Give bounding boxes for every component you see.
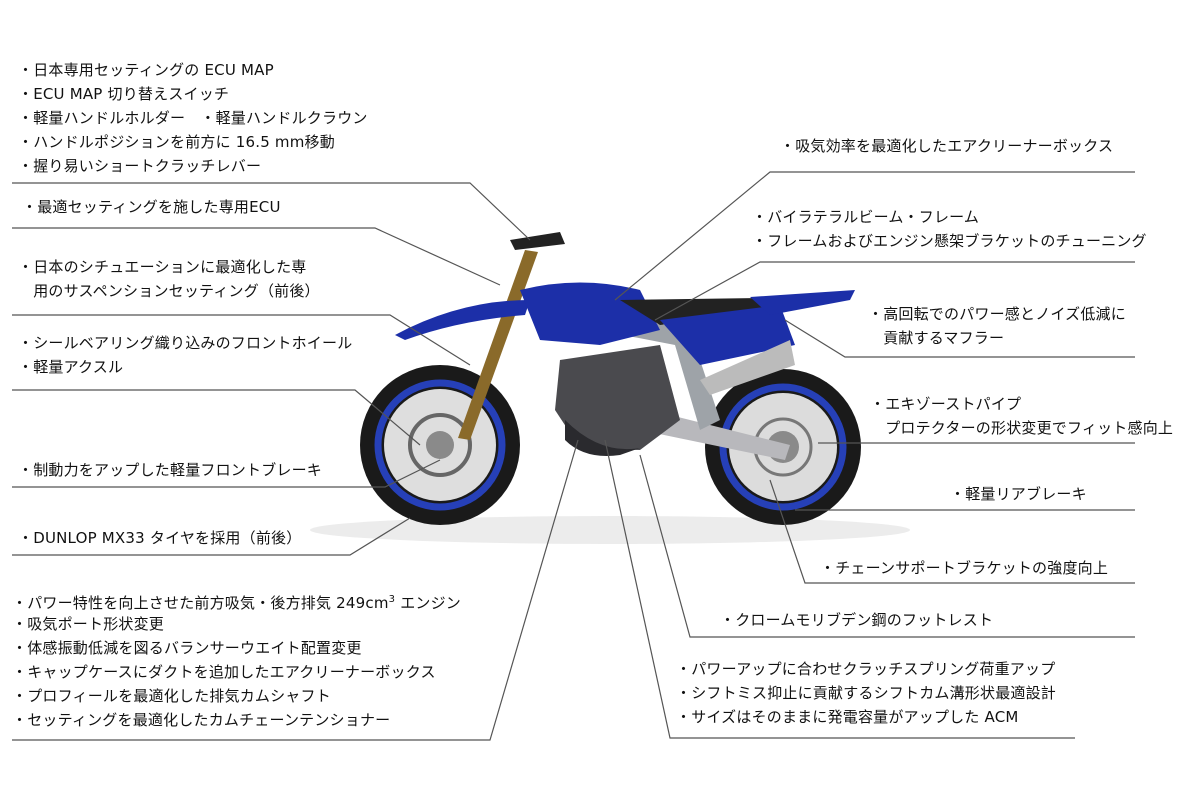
callout-line: ・ハンドルポジションを前方に 16.5 mm移動 xyxy=(18,133,335,151)
callout-line: ・軽量アクスル xyxy=(18,358,124,376)
callout-engine: ・パワー特性を向上させた前方吸気・後方排気 249cm3 エンジン ・吸気ポート… xyxy=(12,588,461,732)
callout-line: ・シールベアリング織り込みのフロントホイール xyxy=(18,334,353,352)
callout-line: ・体感振動低減を図るバランサーウエイト配置変更 xyxy=(12,639,362,657)
callout-line: ・キャップケースにダクトを追加したエアクリーナーボックス xyxy=(12,663,436,681)
callout-air-cleaner: ・吸気効率を最適化したエアクリーナーボックス xyxy=(780,134,1113,158)
callout-suspension: ・日本のシチュエーションに最適化した専 用のサスペンションセッティング（前後） xyxy=(18,255,320,303)
callout-line: ・ECU MAP 切り替えスイッチ xyxy=(18,85,230,103)
callout-line: 貢献するマフラー xyxy=(868,329,1005,347)
callout-ecu: ・最適セッティングを施した専用ECU xyxy=(22,195,281,219)
seat xyxy=(620,298,765,325)
callout-line: ・日本専用セッティングの ECU MAP xyxy=(18,61,274,79)
callout-front-wheel: ・シールベアリング織り込みのフロントホイール ・軽量アクスル xyxy=(18,331,352,379)
callout-line: ・DUNLOP MX33 タイヤを採用（前後） xyxy=(18,529,302,547)
swingarm xyxy=(640,410,790,460)
callout-rear-brake: ・軽量リアブレーキ xyxy=(950,482,1087,506)
callout-line: ・エキゾーストパイプ xyxy=(870,395,1022,413)
ground-shadow xyxy=(310,516,910,544)
fuel-tank xyxy=(520,282,660,345)
front-wheel xyxy=(360,365,520,525)
callout-chain-bracket: ・チェーンサポートブラケットの強度向上 xyxy=(820,556,1108,580)
engine-text: ・パワー特性を向上させた前方吸気・後方排気 249cm xyxy=(12,594,389,612)
callout-muffler: ・高回転でのパワー感とノイズ低減に 貢献するマフラー xyxy=(868,302,1126,350)
engine xyxy=(555,345,680,450)
callout-line: ・パワー特性を向上させた前方吸気・後方排気 249cm3 エンジン xyxy=(12,588,461,612)
callout-line: ・最適セッティングを施した専用ECU xyxy=(22,198,281,216)
callout-line: ・プロフィールを最適化した排気カムシャフト xyxy=(12,687,331,705)
callout-line: ・サイズはそのままに発電容量がアップした ACM xyxy=(676,708,1019,726)
front-fender xyxy=(395,300,530,340)
callout-handlebar-ecu: ・日本専用セッティングの ECU MAP ・ECU MAP 切り替えスイッチ ・… xyxy=(18,58,368,178)
callout-line: ・バイラテラルビーム・フレーム xyxy=(752,208,980,226)
muffler xyxy=(700,340,795,395)
handlebar xyxy=(510,232,565,250)
callout-frame: ・バイラテラルビーム・フレーム ・フレームおよびエンジン懸架ブラケットのチューニ… xyxy=(752,205,1147,253)
side-panel xyxy=(660,305,795,365)
callout-line: ・吸気ポート形状変更 xyxy=(12,615,165,633)
leader-lines xyxy=(12,171,1135,741)
callout-line: ・セッティングを最適化したカムチェーンテンショナー xyxy=(12,711,391,729)
rear-fender xyxy=(750,290,855,315)
callout-footrest: ・クロームモリブデン鋼のフットレスト xyxy=(720,608,993,632)
callout-line: ・チェーンサポートブラケットの強度向上 xyxy=(820,559,1109,577)
callout-line: プロテクターの形状変更でフィット感向上 xyxy=(870,419,1174,437)
engine-superscript: 3 xyxy=(388,594,396,605)
callout-line: ・軽量ハンドルホルダー ・軽量ハンドルクラウン xyxy=(18,109,368,127)
callout-front-brake: ・制動力をアップした軽量フロントブレーキ xyxy=(18,458,322,482)
callout-line: 用のサスペンションセッティング（前後） xyxy=(18,282,320,300)
callout-line: ・パワーアップに合わせクラッチスプリング荷重アップ xyxy=(676,660,1056,678)
callout-line: ・クロームモリブデン鋼のフットレスト xyxy=(720,611,994,629)
callout-line: ・シフトミス抑止に貢献するシフトカム溝形状最適設計 xyxy=(676,684,1057,702)
callout-line: ・フレームおよびエンジン懸架ブラケットのチューニング xyxy=(752,232,1147,250)
callout-line: ・日本のシチュエーションに最適化した専 xyxy=(18,258,307,276)
front-fork xyxy=(458,250,538,440)
callout-exhaust: ・エキゾーストパイプ プロテクターの形状変更でフィット感向上 xyxy=(870,392,1173,440)
callout-line: ・高回転でのパワー感とノイズ低減に xyxy=(868,305,1126,323)
callout-line: ・軽量リアブレーキ xyxy=(950,485,1087,503)
callout-tire: ・DUNLOP MX33 タイヤを採用（前後） xyxy=(18,526,301,550)
engine-text-tail: エンジン xyxy=(395,594,462,612)
callout-line: ・吸気効率を最適化したエアクリーナーボックス xyxy=(780,137,1114,155)
callout-clutch-acm: ・パワーアップに合わせクラッチスプリング荷重アップ ・シフトミス抑止に貢献するシ… xyxy=(676,657,1056,729)
callout-line: ・制動力をアップした軽量フロントブレーキ xyxy=(18,461,323,479)
callout-line: ・握り易いショートクラッチレバー xyxy=(18,157,262,175)
